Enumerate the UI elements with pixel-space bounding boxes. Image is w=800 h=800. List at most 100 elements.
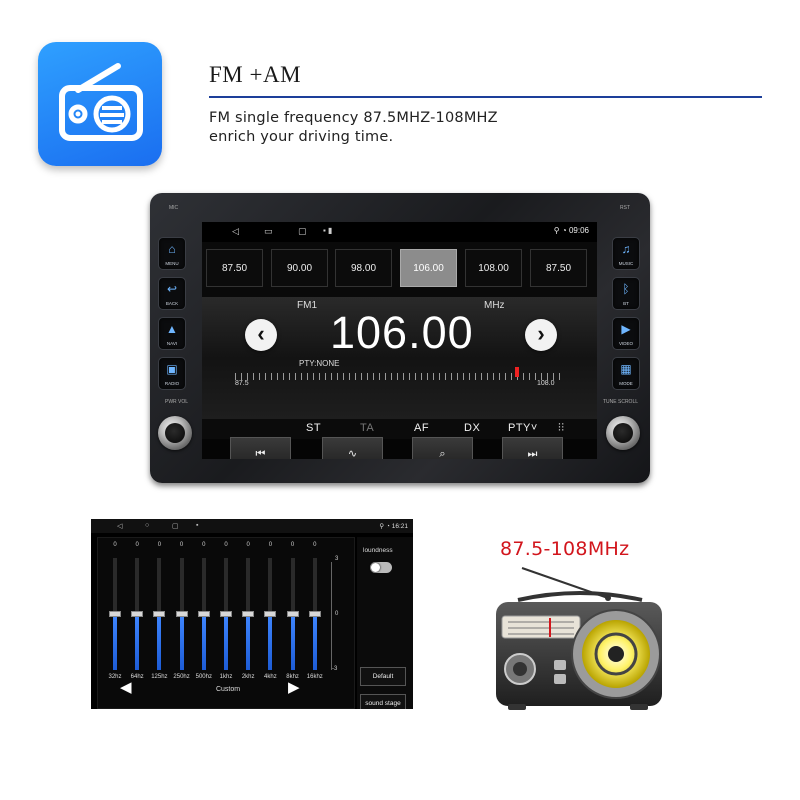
subtitle-line-2: enrich your driving time. bbox=[209, 129, 394, 145]
eq-slider-thumb[interactable] bbox=[109, 611, 121, 617]
frequency-marker[interactable] bbox=[515, 367, 519, 377]
page-title: FM +AM bbox=[209, 62, 302, 87]
mode-dx[interactable]: DX bbox=[464, 422, 481, 434]
frequency-display: 106.00 bbox=[330, 307, 474, 358]
seek-down-button[interactable]: ‹ bbox=[245, 319, 277, 351]
nav-home-icon[interactable]: ▭ bbox=[264, 226, 273, 236]
radio-button-label: RADIO bbox=[164, 381, 180, 386]
eq-band-frequency: 125hz bbox=[151, 674, 168, 680]
mode-af[interactable]: AF bbox=[414, 422, 430, 434]
radio-icon: ▣ bbox=[166, 362, 178, 376]
notification-icon: ▪ bbox=[196, 522, 199, 529]
volume-knob[interactable] bbox=[158, 416, 192, 450]
sound-stage-button[interactable]: sound stage bbox=[360, 694, 406, 709]
back-icon: ↩ bbox=[166, 282, 178, 296]
next-button[interactable]: ⏭ bbox=[502, 437, 563, 459]
eq-band-frequency: 250hz bbox=[173, 674, 190, 680]
nav-back-icon[interactable]: ◁ bbox=[232, 226, 239, 236]
music-note-icon: ♫ bbox=[621, 242, 631, 256]
eq-side-panel: loundness Default sound stage bbox=[357, 537, 413, 709]
eq-slider-thumb[interactable] bbox=[264, 611, 277, 617]
mode-pty[interactable]: PTY˅ bbox=[508, 422, 538, 434]
preset-button-4[interactable]: 106.00 bbox=[400, 249, 457, 287]
eq-band-value: 0 bbox=[290, 542, 295, 548]
bluetooth-icon: ᛒ bbox=[622, 282, 630, 296]
nav-back-icon[interactable]: ◁ bbox=[117, 523, 123, 530]
previous-button[interactable]: ⏮ bbox=[230, 437, 291, 459]
bt-button[interactable]: ᛒ BT bbox=[612, 277, 640, 310]
tuner-panel: FM1 MHz ‹ 106.00 › PTY:NONE 87.5 108.0 bbox=[202, 297, 597, 419]
menu-button[interactable]: ⌂ MENU bbox=[158, 237, 186, 270]
eq-slider-thumb[interactable] bbox=[131, 611, 144, 617]
eq-band-slider[interactable]: 0 8khz bbox=[282, 538, 304, 709]
search-button[interactable]: ⌕ bbox=[412, 437, 473, 459]
eq-band-frequency: 2khz bbox=[241, 674, 255, 680]
preset-button-1[interactable]: 87.50 bbox=[206, 249, 263, 287]
scale-max: 108.0 bbox=[537, 380, 555, 387]
preset-button-6[interactable]: 87.50 bbox=[530, 249, 587, 287]
mode-ta[interactable]: TA bbox=[360, 422, 375, 434]
eq-slider-thumb[interactable] bbox=[242, 611, 255, 617]
nav-home-icon[interactable]: ○ bbox=[145, 522, 150, 529]
eq-band-frequency: 32hz bbox=[108, 674, 122, 680]
default-button[interactable]: Default bbox=[360, 667, 406, 686]
eq-slider-fill bbox=[135, 614, 140, 670]
unit-label: MHz bbox=[484, 300, 505, 311]
navi-button[interactable]: ▲ NAVI bbox=[158, 317, 186, 350]
eq-slider-fill bbox=[290, 614, 295, 670]
eq-band-frequency: 1khz bbox=[219, 674, 233, 680]
preset-button-2[interactable]: 90.00 bbox=[271, 249, 328, 287]
equalizer-settings-icon[interactable]: ⫶⫶ bbox=[558, 422, 565, 434]
eq-slider-thumb[interactable] bbox=[175, 611, 188, 617]
location-icon: ⚲ bbox=[379, 523, 385, 530]
preset-bar: 87.50 90.00 98.00 106.00 108.00 87.50 bbox=[202, 242, 597, 297]
eq-slider-thumb[interactable] bbox=[197, 611, 210, 617]
eq-axis-bottom: -3 bbox=[332, 666, 338, 672]
eq-band-frequency: 8khz bbox=[286, 674, 299, 680]
music-button[interactable]: ♫ MUSIC bbox=[612, 237, 640, 270]
loudness-label: loundness bbox=[363, 547, 393, 554]
eq-slider-thumb[interactable] bbox=[286, 611, 299, 617]
eq-band-value: 0 bbox=[202, 542, 206, 548]
eq-slider-thumb[interactable] bbox=[308, 611, 321, 617]
chevron-right-icon: › bbox=[537, 321, 545, 346]
preset-button-5[interactable]: 108.00 bbox=[465, 249, 522, 287]
eq-slider-fill bbox=[224, 614, 228, 670]
volume-knob-label: PWR VOL bbox=[165, 399, 189, 405]
eq-next-preset-arrow[interactable]: ▶ bbox=[288, 679, 300, 696]
mode-st[interactable]: ST bbox=[306, 422, 322, 434]
preset-button-3[interactable]: 98.00 bbox=[335, 249, 392, 287]
radio-icon bbox=[59, 63, 143, 141]
eq-prev-preset-arrow[interactable]: ◀ bbox=[120, 679, 132, 696]
seek-up-button[interactable]: › bbox=[525, 319, 557, 351]
eq-slider-thumb[interactable] bbox=[153, 611, 166, 617]
eq-band-frequency: 4khz bbox=[264, 674, 277, 680]
loudness-toggle[interactable] bbox=[370, 562, 392, 573]
radio-button[interactable]: ▣ RADIO bbox=[158, 357, 186, 390]
navi-button-label: NAVI bbox=[166, 341, 178, 346]
car-head-unit: MIC RST ⌂ MENU ↩ BACK ▲ NAVI ▣ RADIO ♫ M… bbox=[150, 193, 650, 483]
eq-slider-thumb[interactable] bbox=[220, 611, 232, 617]
back-button[interactable]: ↩ BACK bbox=[158, 277, 186, 310]
mode-button[interactable]: ▦ MODE bbox=[612, 357, 640, 390]
frequency-scale[interactable] bbox=[235, 373, 565, 380]
tune-knob-label: TUNE SCROLL bbox=[603, 399, 639, 405]
nav-recents-icon[interactable]: ▢ bbox=[172, 523, 179, 530]
tune-knob[interactable] bbox=[606, 416, 640, 450]
status-bar: ◁ ▭ ▢ ▪ ▮ ⚲ ◔ 09:06 bbox=[202, 222, 597, 242]
eq-preset-name: Custom bbox=[215, 686, 241, 693]
nav-recents-icon[interactable]: ▢ bbox=[298, 226, 307, 236]
video-button[interactable]: ▶ VIDEO bbox=[612, 317, 640, 350]
waveform-button[interactable]: ∿ bbox=[322, 437, 383, 459]
mode-button-label: MODE bbox=[619, 381, 633, 386]
